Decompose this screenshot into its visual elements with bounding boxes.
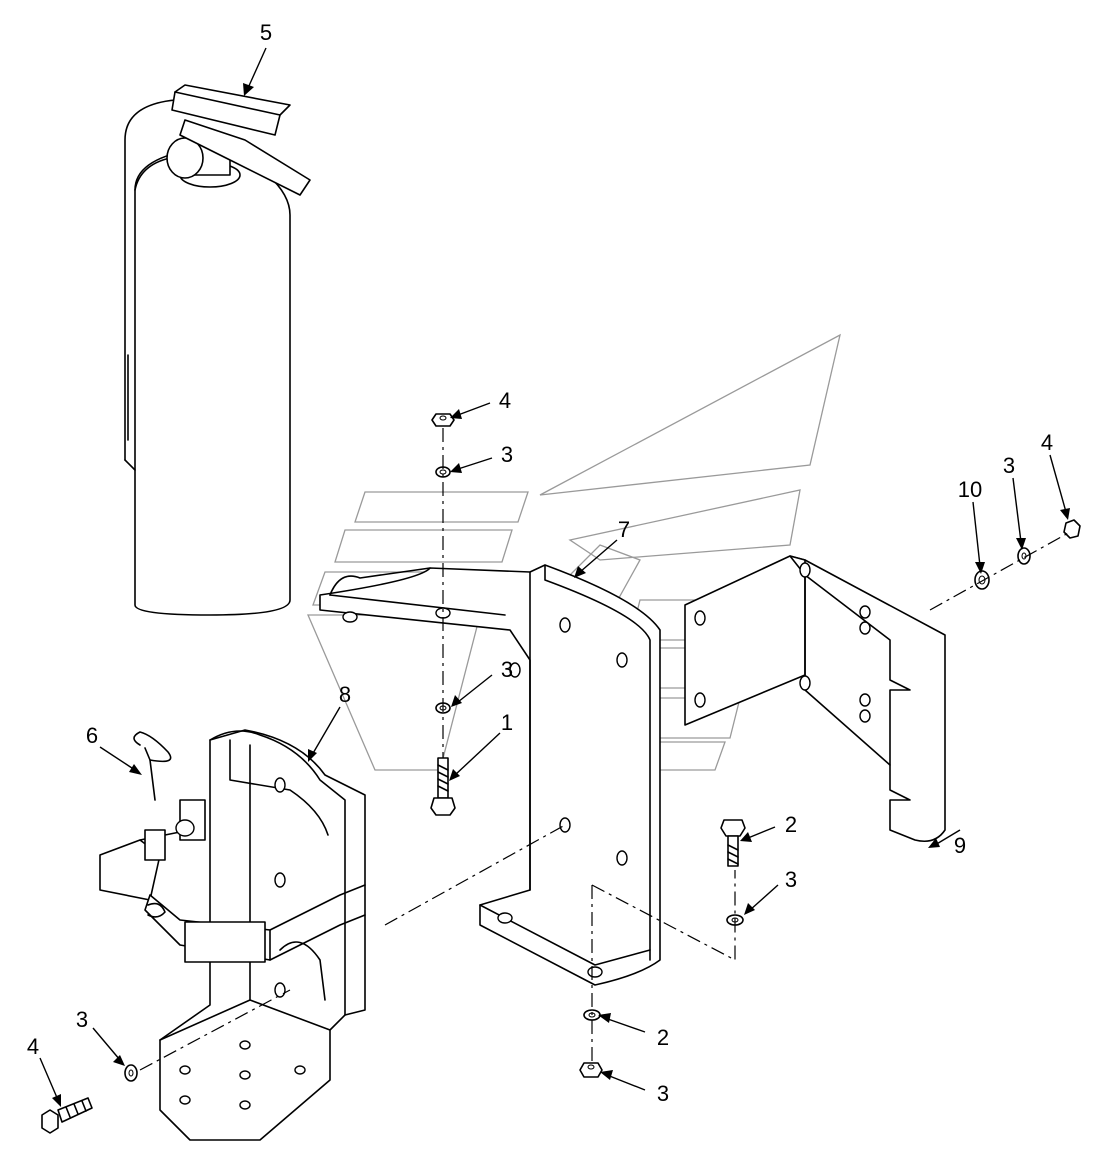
hardware (41, 413, 1081, 1134)
mounting-bracket-part-7 (319, 564, 661, 986)
washer-part-3 (1017, 547, 1031, 565)
callout-3: 2 (657, 1025, 669, 1050)
callout-4: 3 (657, 1081, 669, 1106)
callout-3: 3 (785, 867, 797, 892)
bolt-part-1 (430, 757, 456, 816)
washer-part-3 (124, 1064, 138, 1082)
callout-7: 7 (618, 517, 630, 542)
callout-3: 3 (76, 1007, 88, 1032)
callout-10: 10 (958, 477, 982, 502)
callout-3: 3 (501, 657, 513, 682)
extinguisher-holder-part-8 (99, 729, 366, 1141)
assembly-centerlines (139, 428, 1071, 1071)
callout-9: 9 (954, 833, 966, 858)
callout-5: 5 (260, 20, 272, 45)
bolt-part-2-left (41, 1097, 93, 1134)
angle-bracket-part-9 (684, 555, 946, 843)
callout-4: 4 (1041, 430, 1053, 455)
bolt-part-2-right (720, 819, 746, 867)
callout-3: 3 (1003, 453, 1015, 478)
nut-part-4 (1063, 519, 1081, 539)
callout-2: 2 (785, 812, 797, 837)
fire-extinguisher-part-5 (124, 84, 311, 616)
callout-leaders (39, 47, 1070, 1107)
callout-1: 1 (501, 710, 513, 735)
hairpin-cotter-part-6 (133, 731, 172, 918)
washer-part-10 (974, 570, 990, 590)
nut-part-4 (579, 1062, 603, 1078)
callout-6: 6 (86, 723, 98, 748)
callout-3: 3 (501, 442, 513, 467)
callout-labels: 5 4 3 7 10 3 4 3 8 1 6 9 2 3 2 3 3 4 (27, 20, 1053, 1106)
callout-2: 4 (27, 1034, 39, 1059)
callout-4: 4 (499, 388, 511, 413)
callout-8: 8 (339, 682, 351, 707)
